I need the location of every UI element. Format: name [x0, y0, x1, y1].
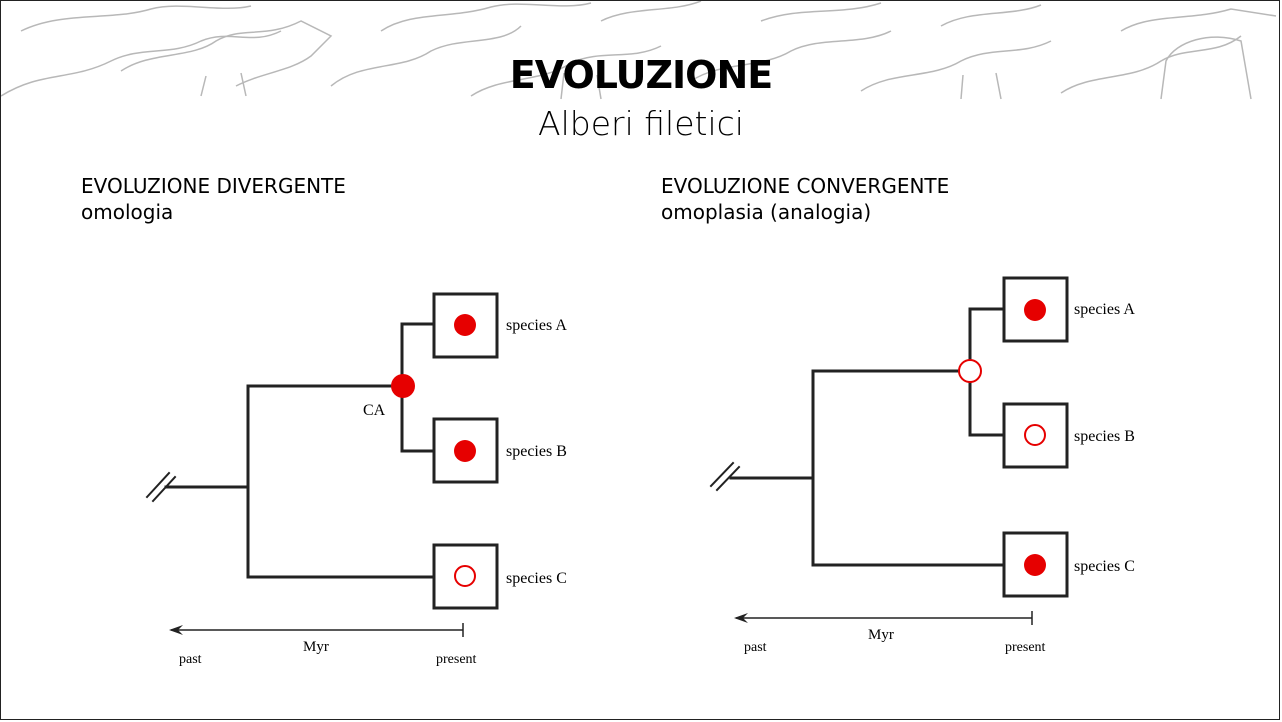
- left-species-b-trait-filled: [454, 440, 476, 462]
- left-species-a-box: [432, 292, 499, 359]
- right-species-c-label: species C: [1074, 558, 1135, 575]
- right-species-c-trait-filled: [1024, 554, 1046, 576]
- left-panel-header: EVOLUZIONE DIVERGENTE omologia: [81, 173, 346, 225]
- left-species-c-label: species C: [506, 570, 567, 587]
- right-panel-subheading: omoplasia (analogia): [661, 200, 872, 224]
- right-species-a-trait-filled: [1024, 299, 1046, 321]
- left-panel-heading: EVOLUZIONE DIVERGENTE: [81, 174, 346, 198]
- right-species-b-label: species B: [1074, 428, 1135, 445]
- right-species-b-trait-open: [1024, 424, 1046, 446]
- left-ca-node-filled: [391, 374, 415, 398]
- left-axis-past-label: past: [179, 652, 202, 667]
- left-time-axis: [169, 623, 464, 637]
- left-root-break-1: [145, 471, 171, 499]
- left-species-a-trait-filled: [454, 314, 476, 336]
- right-axis-past-label: past: [744, 640, 767, 655]
- left-species-a-label: species A: [506, 317, 567, 334]
- right-ancestor-node-open: [958, 359, 982, 383]
- right-panel-heading: EVOLUZIONE CONVERGENTE: [661, 174, 950, 198]
- animal-silhouette-banner: [1, 1, 1277, 100]
- right-root-break-2: [715, 465, 741, 492]
- right-tree: [709, 307, 1006, 567]
- slide-subtitle: Alberi filetici: [538, 104, 744, 143]
- left-species-c-box: [432, 543, 499, 610]
- left-axis-present-label: present: [436, 652, 477, 667]
- right-panel-header: EVOLUZIONE CONVERGENTE omoplasia (analog…: [661, 173, 949, 225]
- right-axis-unit-label: Myr: [868, 627, 894, 643]
- left-species-b-box: [432, 417, 499, 484]
- slide-title: EVOLUZIONE: [509, 53, 773, 97]
- left-ca-label: CA: [363, 402, 386, 419]
- right-time-axis: [734, 611, 1033, 625]
- right-species-a-box: [1002, 276, 1069, 343]
- left-root-break-2: [151, 475, 177, 503]
- right-species-a-label: species A: [1074, 301, 1135, 318]
- left-axis-unit-label: Myr: [303, 639, 329, 655]
- left-tree: [145, 322, 436, 579]
- right-axis-present-label: present: [1005, 640, 1046, 655]
- right-species-c-box: [1002, 531, 1069, 598]
- left-species-c-trait-open: [454, 565, 476, 587]
- right-root-break-1: [709, 461, 735, 488]
- right-species-b-box: [1002, 402, 1069, 469]
- left-species-b-label: species B: [506, 443, 567, 460]
- left-panel-subheading: omologia: [81, 200, 174, 224]
